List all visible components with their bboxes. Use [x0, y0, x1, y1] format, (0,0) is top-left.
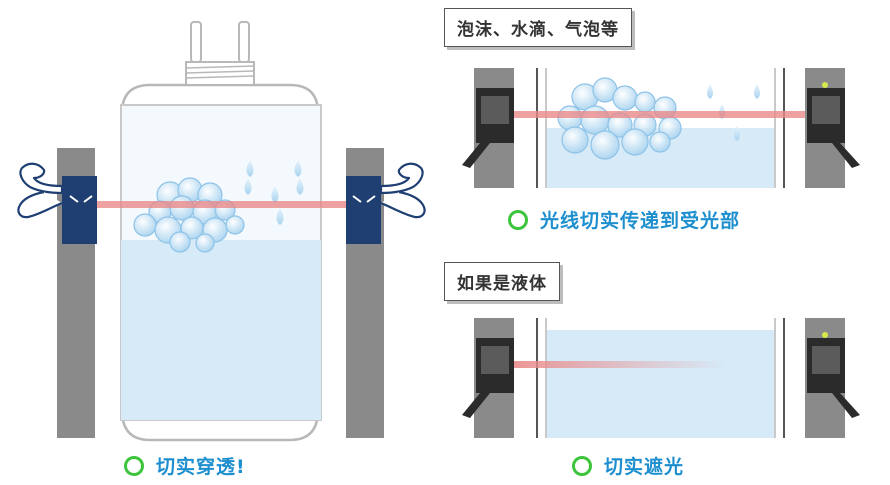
photoelectric-sensor-icon	[62, 176, 381, 244]
emitter-sensor	[462, 338, 514, 418]
droplet-icon	[244, 160, 304, 225]
receiver-sensor	[807, 332, 860, 418]
check-circle-icon	[508, 209, 528, 230]
main-result-text: 切实穿透!	[156, 456, 246, 478]
water-body	[121, 240, 321, 420]
check-circle-icon	[572, 455, 592, 476]
receiver-sensor	[807, 82, 860, 168]
left-scene	[17, 21, 426, 442]
panel-foam-title: 泡沫、水滴、气泡等	[444, 8, 632, 47]
liquid-result-text: 切实遮光	[604, 456, 685, 478]
foam-result-text: 光线切实传递到受光部	[540, 210, 741, 232]
emitter-sensor	[462, 88, 514, 168]
liquid-result-caption: 切实遮光	[572, 452, 684, 479]
foam-result-caption: 光线切实传递到受光部	[508, 206, 740, 233]
main-result-caption: 切实穿透!	[124, 452, 246, 479]
check-circle-icon	[124, 455, 144, 476]
panel-foam-scene	[462, 68, 860, 188]
panel-liquid-scene	[462, 318, 860, 438]
panel-liquid-title: 如果是液体	[444, 262, 560, 301]
light-beam	[95, 201, 346, 208]
flexing-arm-icon	[17, 162, 426, 219]
